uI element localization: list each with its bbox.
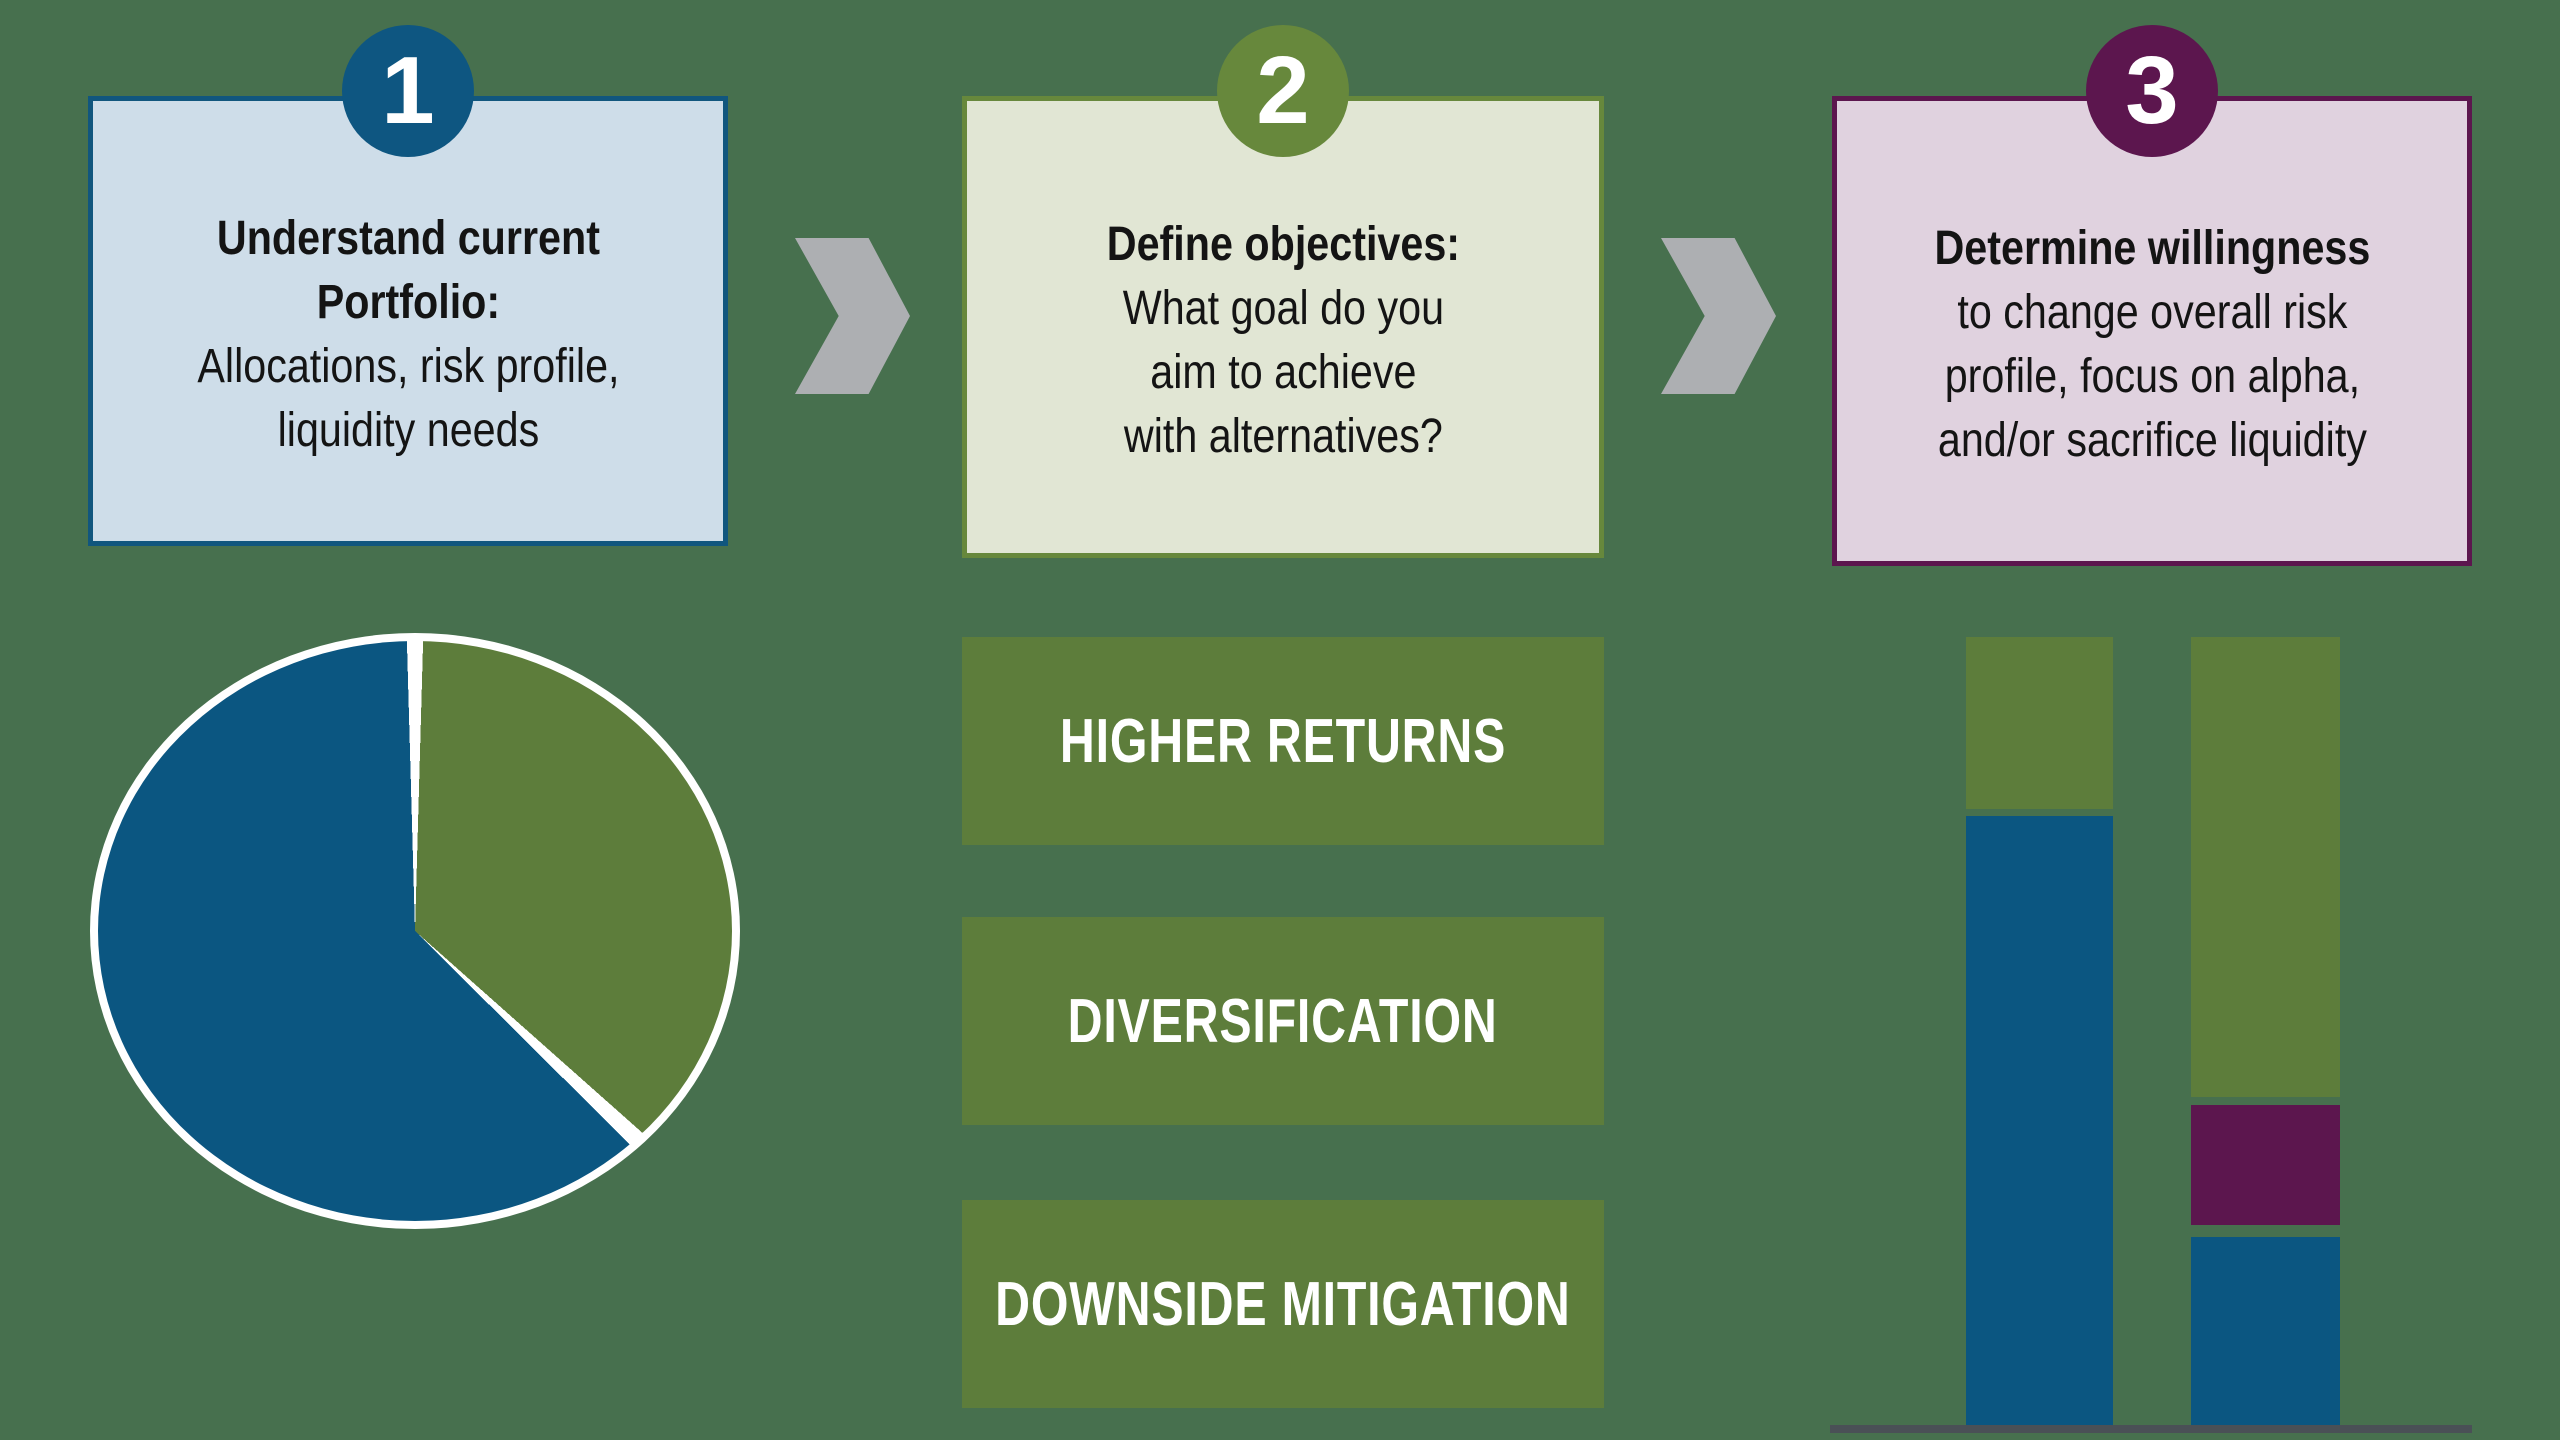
objective-bar-label: HIGHER RETURNS bbox=[1059, 706, 1507, 776]
pie-chart bbox=[90, 633, 740, 1229]
step-2-body-line: with alternatives? bbox=[1123, 410, 1443, 463]
step-2-body-line: aim to achieve bbox=[1149, 346, 1417, 399]
step-2-number: 2 bbox=[1256, 37, 1310, 144]
step-3-text: Determine willingness to change overall … bbox=[1934, 189, 2370, 473]
step-1-number-badge: 1 bbox=[342, 25, 474, 157]
step-2-number-badge: 2 bbox=[1217, 25, 1349, 157]
step-1-title-line: Portfolio: bbox=[316, 276, 500, 329]
objective-bar-higher-returns: HIGHER RETURNS bbox=[962, 637, 1604, 845]
step-1-title-line: Understand current bbox=[216, 212, 600, 265]
step-2-body-line: What goal do you bbox=[1122, 282, 1444, 335]
stacked-bar-segment-blue bbox=[2191, 1237, 2340, 1425]
step-3-title-line: Determine willingness bbox=[1934, 222, 2370, 275]
step-2-text: Define objectives: What goal do you aim … bbox=[1106, 185, 1459, 469]
step-1-box: Understand current Portfolio: Allocation… bbox=[88, 96, 728, 546]
stacked-bar-segment-green bbox=[2191, 637, 2340, 1097]
step-1-body-line: liquidity needs bbox=[277, 404, 539, 457]
step-2-box: Define objectives: What goal do you aim … bbox=[962, 96, 1604, 558]
step-1-number: 1 bbox=[381, 37, 435, 144]
stacked-bar-segment-green bbox=[1966, 637, 2113, 809]
objective-bar-label: DIVERSIFICATION bbox=[1068, 986, 1498, 1056]
step-3-body-line: profile, focus on alpha, bbox=[1944, 350, 2360, 403]
step-3-body-line: and/or sacrifice liquidity bbox=[1937, 414, 2367, 467]
step-3-box: Determine willingness to change overall … bbox=[1832, 96, 2472, 566]
chevron-right-icon bbox=[1661, 238, 1776, 394]
step-1-text: Understand current Portfolio: Allocation… bbox=[197, 179, 619, 463]
step-2-title-line: Define objectives: bbox=[1106, 218, 1460, 271]
step-3-number: 3 bbox=[2125, 37, 2179, 144]
step-3-body-line: to change overall risk bbox=[1956, 286, 2348, 339]
stacked-bar-segment-blue bbox=[1966, 816, 2113, 1425]
objective-bar-diversification: DIVERSIFICATION bbox=[962, 917, 1604, 1125]
stacked-bar-segment-plum bbox=[2191, 1105, 2340, 1225]
objective-bar-downside-mitigation: DOWNSIDE MITIGATION bbox=[962, 1200, 1604, 1408]
chevron-right-icon bbox=[795, 238, 910, 394]
objective-bar-label: DOWNSIDE MITIGATION bbox=[995, 1269, 1571, 1339]
step-3-number-badge: 3 bbox=[2086, 25, 2218, 157]
bar-chart-baseline bbox=[1830, 1425, 2472, 1433]
step-1-body-line: Allocations, risk profile, bbox=[196, 340, 620, 393]
